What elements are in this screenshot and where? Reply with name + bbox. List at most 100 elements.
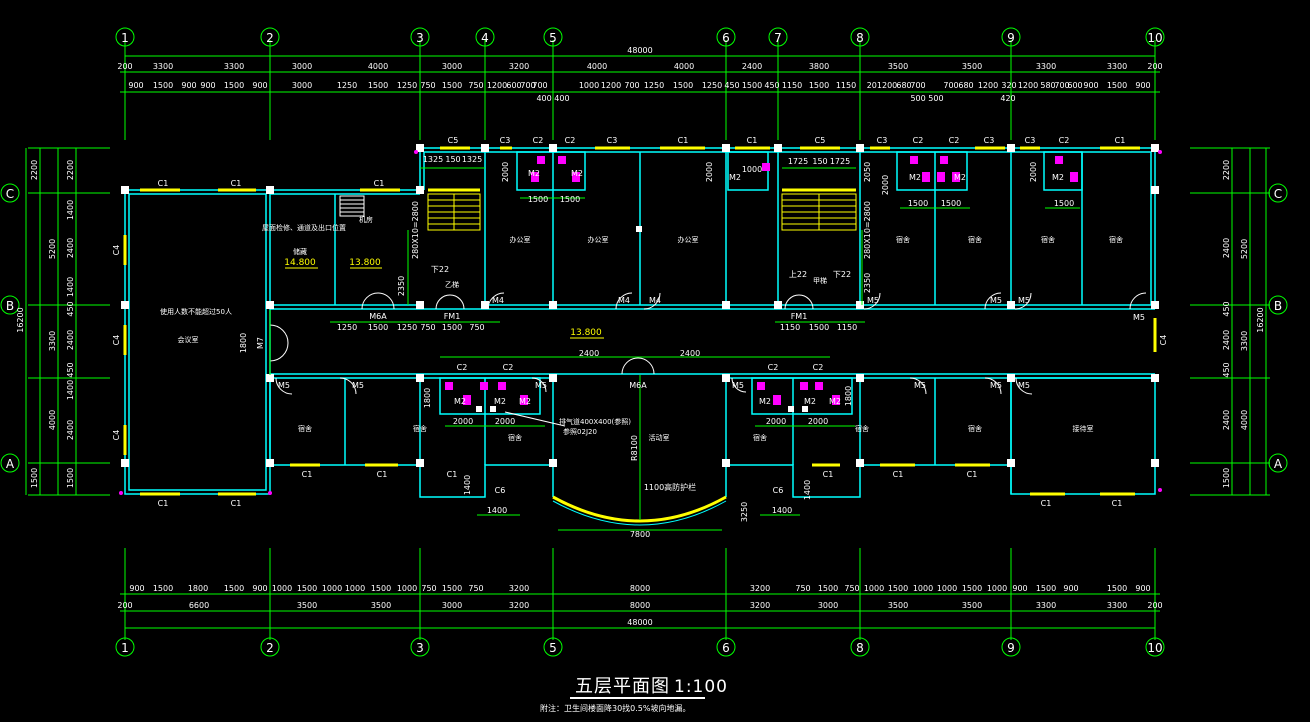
svg-text:750: 750	[421, 584, 436, 593]
stair-b	[781, 193, 857, 231]
svg-text:宿舍: 宿舍	[508, 433, 522, 442]
svg-text:C1: C1	[447, 470, 458, 479]
svg-text:1500: 1500	[224, 81, 244, 90]
svg-text:M6A: M6A	[369, 312, 387, 321]
svg-text:1200: 1200	[601, 81, 621, 90]
axis-label-1-top: 1	[121, 31, 129, 45]
svg-text:2000: 2000	[495, 417, 515, 426]
svg-text:M2: M2	[804, 397, 816, 406]
svg-text:3500: 3500	[371, 601, 391, 610]
svg-text:1400: 1400	[66, 277, 75, 297]
curved-curtain-wall	[552, 495, 727, 523]
axis-label-6-top: 6	[722, 31, 730, 45]
top-detail-dimension-text: 900 1500 900 900 1500 900 3000 1250 1500…	[128, 81, 1150, 103]
axis-label-b-right: B	[1274, 299, 1282, 313]
top-axis-bubbles: 1 2 3 4 5 6 7 8 9 10	[115, 27, 1165, 47]
svg-text:150: 150	[812, 157, 827, 166]
svg-text:1400: 1400	[772, 506, 792, 515]
svg-text:1250: 1250	[702, 81, 722, 90]
svg-text:M4: M4	[618, 296, 630, 305]
bottom-dimension-chains	[120, 548, 1160, 640]
axis-label-8-top: 8	[856, 31, 864, 45]
svg-text:C4: C4	[112, 430, 121, 441]
svg-text:3200: 3200	[750, 584, 770, 593]
svg-text:M5: M5	[990, 381, 1002, 390]
svg-text:办公室: 办公室	[678, 235, 699, 244]
svg-text:1500: 1500	[442, 323, 462, 332]
svg-text:1500: 1500	[742, 81, 762, 90]
svg-text:1500: 1500	[1036, 584, 1056, 593]
svg-text:3000: 3000	[818, 601, 838, 610]
svg-text:M5: M5	[867, 296, 879, 305]
svg-text:C5: C5	[815, 136, 826, 145]
svg-text:1000: 1000	[322, 584, 342, 593]
svg-text:C3: C3	[877, 136, 888, 145]
svg-text:C1: C1	[893, 470, 904, 479]
svg-text:2050: 2050	[863, 162, 872, 182]
svg-text:M4: M4	[492, 296, 504, 305]
svg-text:C1: C1	[302, 470, 313, 479]
top-dimension-text: 48000 200 3300 3300 3000 4000 3000 3200 …	[117, 46, 1162, 71]
svg-text:200: 200	[117, 62, 132, 71]
svg-text:C1: C1	[823, 470, 834, 479]
note-line: 附注：卫生间楼面降30找0.5%坡向地漏。	[540, 704, 691, 713]
svg-text:1500: 1500	[908, 199, 928, 208]
svg-text:700: 700	[532, 81, 547, 90]
svg-text:2400: 2400	[579, 349, 599, 358]
svg-text:2350: 2350	[397, 276, 406, 296]
svg-text:4000: 4000	[674, 62, 694, 71]
svg-text:750: 750	[468, 81, 483, 90]
svg-text:900: 900	[252, 584, 267, 593]
svg-text:3500: 3500	[888, 62, 908, 71]
svg-text:1000: 1000	[987, 584, 1007, 593]
svg-text:M2: M2	[494, 397, 506, 406]
svg-text:上22: 上22	[789, 270, 807, 279]
svg-text:1000: 1000	[742, 165, 762, 174]
svg-text:C3: C3	[607, 136, 618, 145]
svg-text:下22: 下22	[833, 270, 851, 279]
svg-text:3200: 3200	[509, 62, 529, 71]
svg-text:700: 700	[624, 81, 639, 90]
svg-text:2000: 2000	[881, 175, 890, 195]
svg-text:200: 200	[1147, 62, 1162, 71]
svg-text:750: 750	[420, 81, 435, 90]
svg-text:1500: 1500	[560, 195, 580, 204]
svg-text:700: 700	[910, 81, 925, 90]
svg-text:1500: 1500	[66, 468, 75, 488]
svg-text:M2: M2	[1052, 173, 1064, 182]
columns	[121, 144, 1159, 467]
svg-text:1800: 1800	[423, 388, 432, 408]
svg-text:3000: 3000	[442, 601, 462, 610]
svg-text:580: 580	[1040, 81, 1055, 90]
svg-text:C1: C1	[231, 179, 242, 188]
svg-text:M2: M2	[519, 397, 531, 406]
svg-text:M2: M2	[954, 173, 966, 182]
railing-label: 1100高防护栏	[644, 482, 696, 492]
svg-text:C2: C2	[913, 136, 924, 145]
svg-text:1500: 1500	[368, 323, 388, 332]
svg-text:屋面检修、通道及出口位置: 屋面检修、通道及出口位置	[262, 223, 346, 232]
svg-text:750: 750	[469, 323, 484, 332]
svg-text:1150: 1150	[782, 81, 802, 90]
svg-text:1500: 1500	[442, 81, 462, 90]
svg-text:C1: C1	[1112, 499, 1123, 508]
axis-label-10-bottom: 10	[1147, 641, 1162, 655]
svg-text:750: 750	[795, 584, 810, 593]
side-axis-bubbles: C B A C B A	[0, 183, 1288, 473]
svg-text:M5: M5	[1018, 296, 1030, 305]
svg-text:M2: M2	[729, 173, 741, 182]
svg-text:M2: M2	[829, 397, 841, 406]
elevation-marks: 14.800 13.800 13.800	[284, 258, 602, 338]
svg-text:900: 900	[129, 584, 144, 593]
svg-text:13.800: 13.800	[349, 258, 381, 268]
svg-text:1800: 1800	[239, 333, 248, 353]
svg-text:4000: 4000	[1240, 410, 1249, 430]
svg-text:3300: 3300	[1107, 601, 1127, 610]
svg-text:M2: M2	[528, 169, 540, 178]
svg-text:宿舍: 宿舍	[896, 235, 910, 244]
axis-label-5-top: 5	[549, 31, 557, 45]
axis-label-9-bottom: 9	[1007, 641, 1015, 655]
svg-text:1800: 1800	[844, 386, 853, 406]
svg-text:C3: C3	[500, 136, 511, 145]
svg-text:1000: 1000	[272, 584, 292, 593]
